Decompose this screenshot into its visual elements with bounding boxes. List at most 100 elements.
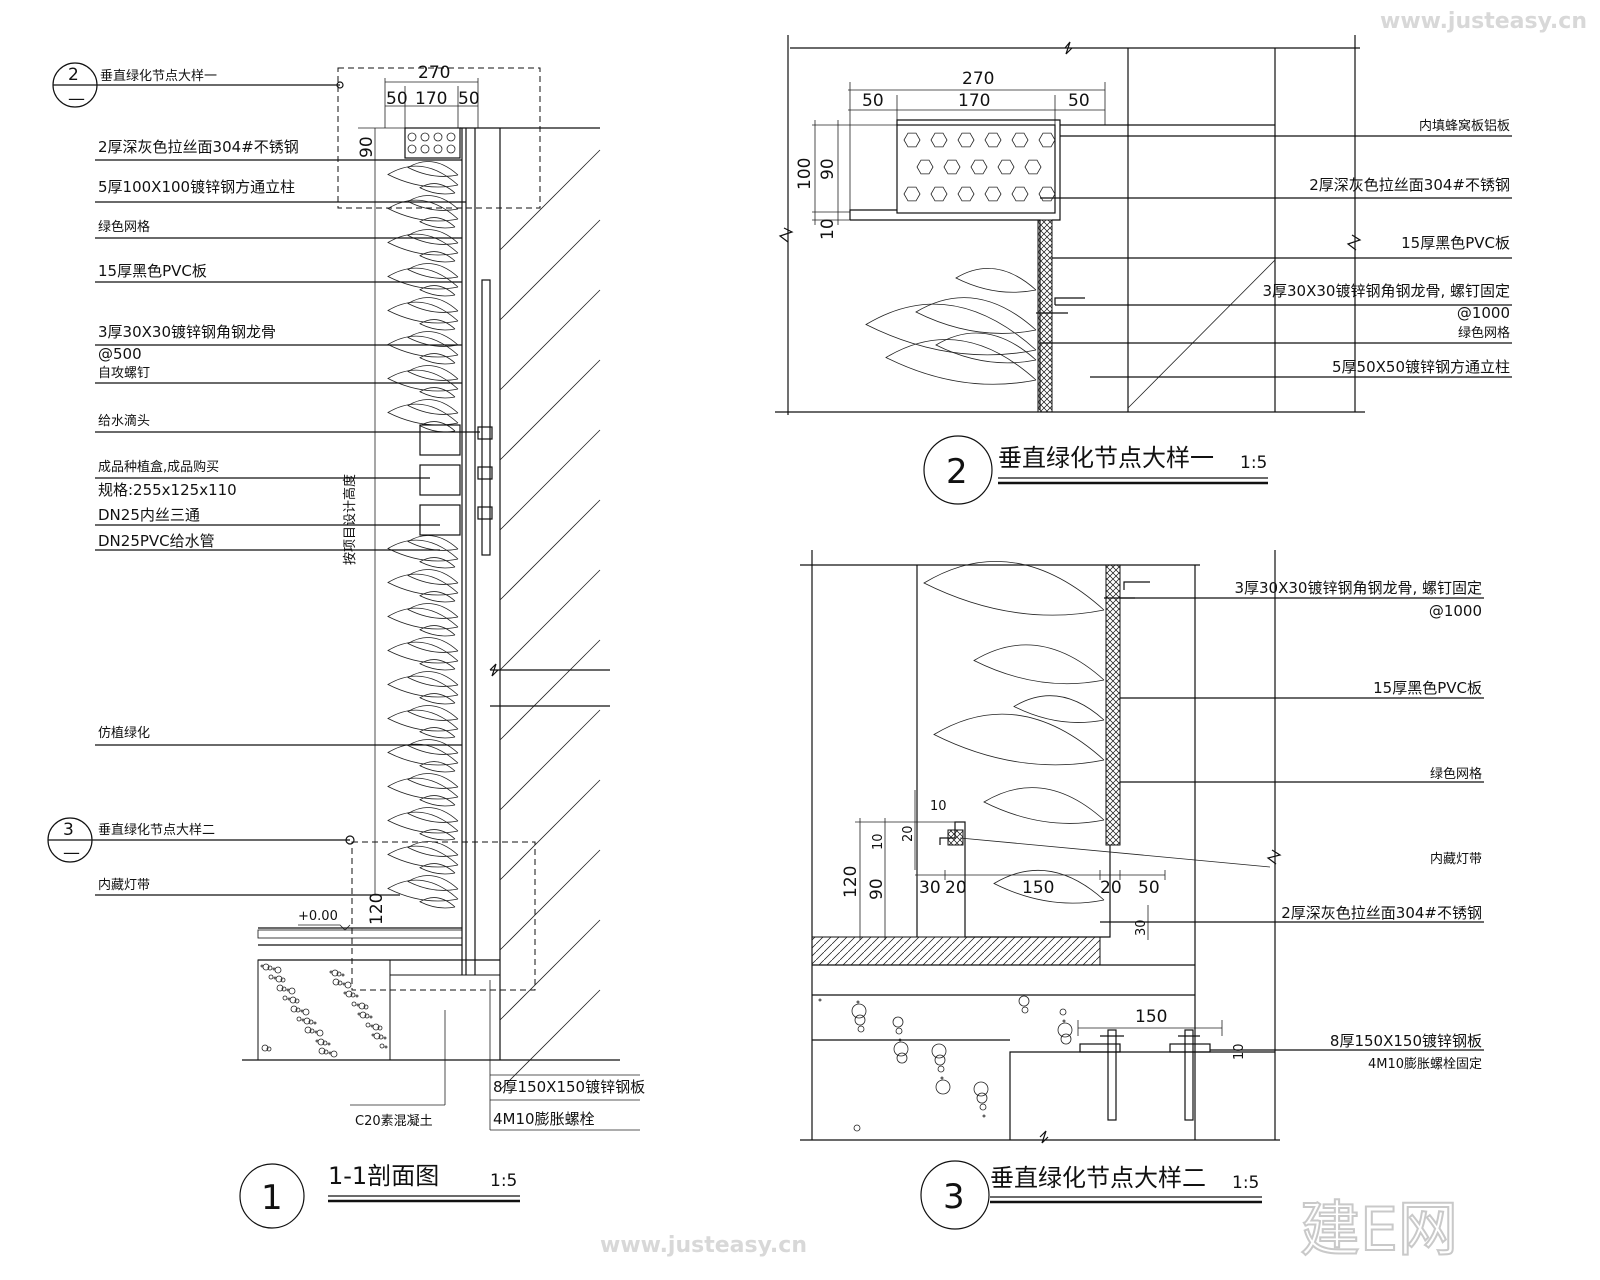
dim-100: 100 bbox=[795, 158, 815, 190]
section-2-drawing: 270 50 170 50 100 90 10 内填蜂窝板铝板 2厚深灰色拉丝面… bbox=[775, 35, 1512, 505]
gravel-dot bbox=[351, 1001, 357, 1007]
water-pipe bbox=[481, 279, 491, 556]
honeycomb-cell bbox=[916, 159, 934, 175]
hatch-line bbox=[499, 849, 601, 951]
gravel-dot bbox=[303, 1017, 311, 1025]
label-tee: DN25内丝三通 bbox=[98, 506, 200, 524]
section-1-drawing: 2 — 垂直绿化节点大样一 270 50 170 50 90 2厚深灰色拉丝面3… bbox=[47, 62, 645, 1229]
honeycomb-cell bbox=[903, 132, 921, 148]
label-green-mesh: 绿色网格 bbox=[1430, 766, 1482, 782]
label-steel-plate: 8厚150X150镀锌钢板 bbox=[1330, 1032, 1482, 1050]
honeycomb-cell bbox=[420, 144, 430, 154]
expansion-bolt bbox=[1079, 1029, 1211, 1121]
pvc-board bbox=[1105, 564, 1121, 846]
honeycomb-cell bbox=[433, 144, 443, 154]
title-circle-3 bbox=[920, 1160, 990, 1230]
leaf bbox=[983, 787, 1105, 824]
dim-270: 270 bbox=[418, 63, 450, 83]
gravel-dot bbox=[316, 1029, 324, 1037]
callout-3-sub: — bbox=[63, 843, 80, 863]
honeycomb-cell bbox=[1024, 159, 1042, 175]
hatch-line bbox=[499, 219, 601, 321]
gravel-dot bbox=[288, 987, 296, 995]
watermark-logo: 建E网 bbox=[1300, 1195, 1458, 1265]
gravel-dot bbox=[304, 1026, 312, 1034]
dim-170: 170 bbox=[415, 89, 447, 109]
gravel-dot bbox=[330, 1050, 338, 1058]
label-angle-steel: 3厚30X30镀锌钢角钢龙骨, 螺钉固定 bbox=[1234, 579, 1482, 597]
gravel-dot bbox=[355, 994, 359, 998]
honeycomb-cell bbox=[930, 132, 948, 148]
gravel-dot bbox=[976, 1092, 988, 1104]
gravel-dot bbox=[982, 1114, 986, 1118]
leaf bbox=[419, 353, 456, 365]
gravel-dot bbox=[280, 977, 286, 983]
leaf bbox=[387, 199, 459, 222]
gravel-dot bbox=[1018, 995, 1030, 1007]
dim-10: 10 bbox=[818, 218, 838, 240]
section-3-scale: 1:5 bbox=[1232, 1173, 1259, 1193]
hidden-light-strip bbox=[947, 829, 964, 846]
pvc-board bbox=[1037, 219, 1053, 413]
elevation-mark: +0.00 bbox=[298, 909, 338, 924]
hatch-line bbox=[499, 289, 601, 391]
label-pvc-board: 15厚黑色PVC板 bbox=[1401, 234, 1510, 252]
dim-20: 20 bbox=[901, 825, 916, 842]
gravel-dot bbox=[934, 1054, 946, 1066]
section-2-title: 垂直绿化节点大样一 bbox=[998, 444, 1214, 472]
dim-30-height: 30 bbox=[1134, 919, 1149, 936]
planter-box bbox=[419, 504, 461, 536]
gravel-dot bbox=[268, 974, 274, 980]
honeycomb-cell bbox=[970, 159, 988, 175]
leaf bbox=[419, 863, 456, 875]
detail-2-boundary bbox=[337, 67, 541, 209]
leaf bbox=[387, 845, 459, 868]
gravel-dot bbox=[308, 1019, 314, 1025]
paving-layer bbox=[811, 936, 1101, 966]
leaf bbox=[387, 369, 459, 392]
section-1-title: 1-1剖面图 bbox=[328, 1162, 439, 1190]
honeycomb-cell bbox=[446, 132, 456, 142]
title-circle-2 bbox=[923, 435, 993, 505]
section-2-number: 2 bbox=[946, 452, 968, 492]
honeycomb-cell bbox=[1038, 186, 1056, 202]
gravel-dot bbox=[336, 971, 342, 977]
leaf bbox=[955, 268, 1037, 293]
gravel-dot bbox=[973, 1081, 989, 1097]
gravel-dot bbox=[857, 1025, 865, 1033]
leaf bbox=[419, 727, 456, 739]
leaf bbox=[419, 557, 456, 569]
gravel-dot bbox=[383, 1036, 387, 1040]
gravel-dot bbox=[372, 1023, 380, 1031]
gravel-dot bbox=[322, 1040, 328, 1046]
dim-170: 170 bbox=[958, 91, 990, 111]
label-pvc-board: 15厚黑色PVC板 bbox=[98, 262, 207, 280]
label-pvc-pipe: DN25PVC给水管 bbox=[98, 532, 215, 550]
dim-20: 20 bbox=[945, 878, 967, 898]
gravel-dot bbox=[282, 995, 288, 1001]
dim-90: 90 bbox=[357, 136, 377, 158]
leaf bbox=[387, 777, 459, 800]
gravel-dot bbox=[363, 1004, 369, 1010]
leaf bbox=[419, 795, 456, 807]
gravel-dot bbox=[275, 975, 283, 983]
gravel-dot bbox=[317, 1038, 325, 1046]
gravel-dot bbox=[856, 1000, 860, 1004]
gravel-dot bbox=[327, 1042, 331, 1046]
section-3-number: 3 bbox=[943, 1177, 965, 1217]
gravel-dot bbox=[323, 1049, 329, 1055]
honeycomb-cell bbox=[407, 144, 417, 154]
leaf bbox=[407, 399, 459, 415]
honeycomb-cell bbox=[420, 132, 430, 142]
label-planter-box: 成品种植盒,成品购买 bbox=[98, 459, 219, 475]
honeycomb-cell bbox=[1038, 132, 1056, 148]
gravel-dot bbox=[895, 1027, 903, 1035]
gravel-dot bbox=[892, 1016, 904, 1028]
gravel-dot bbox=[893, 1041, 909, 1057]
label-hidden-light: 内藏灯带 bbox=[1430, 851, 1482, 867]
planter-box bbox=[419, 424, 461, 456]
dim-150: 150 bbox=[1022, 878, 1054, 898]
leaf bbox=[407, 365, 459, 381]
leaf bbox=[407, 603, 459, 619]
section-2-scale: 1:5 bbox=[1240, 453, 1267, 473]
